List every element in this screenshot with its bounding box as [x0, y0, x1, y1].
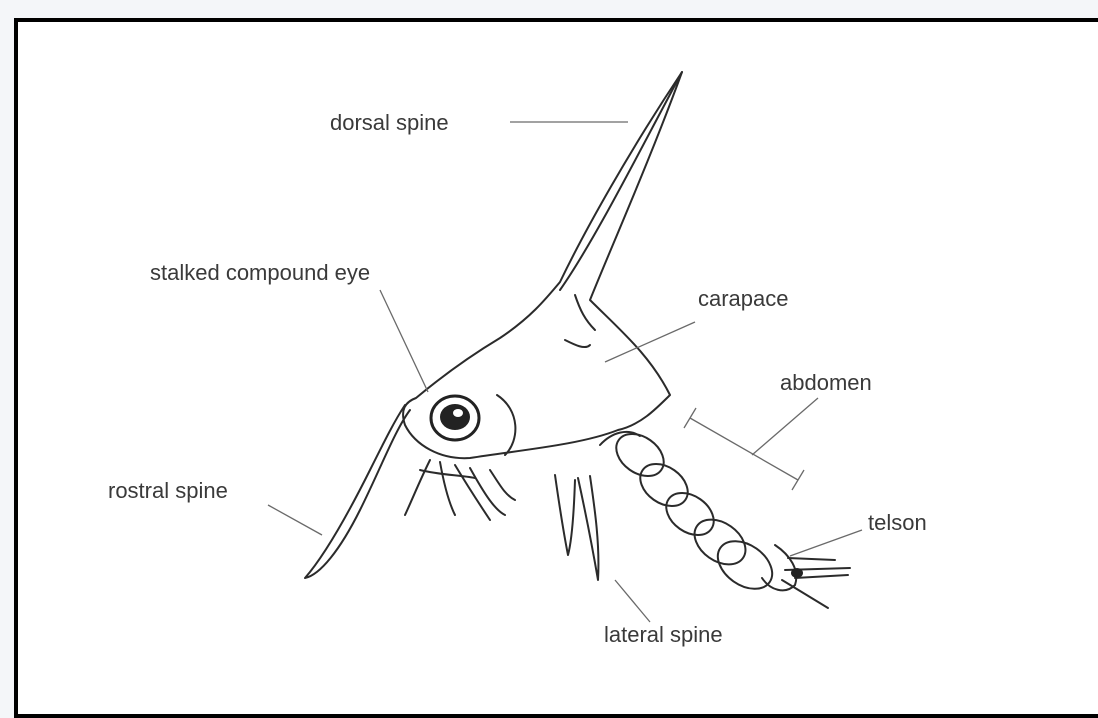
leader-lines — [268, 122, 862, 622]
label-stalked-compound-eye: stalked compound eye — [150, 260, 370, 285]
leader-telson — [790, 530, 862, 556]
label-telson: telson — [868, 510, 927, 535]
label-carapace: carapace — [698, 286, 789, 311]
setae — [405, 460, 515, 520]
telson-shape — [762, 545, 850, 608]
leader-rostral-spine — [268, 505, 322, 535]
leader-lateral-spine — [615, 580, 650, 622]
label-rostral-spine: rostral spine — [108, 478, 228, 503]
abdomen-bracket — [684, 398, 818, 490]
label-abdomen: abdomen — [780, 370, 872, 395]
eye-stalk-arc — [497, 395, 515, 455]
compound-eye — [431, 396, 479, 440]
abdomen-segments — [600, 425, 781, 598]
spine-base-shading — [565, 295, 595, 347]
label-dorsal-spine: dorsal spine — [330, 110, 449, 135]
label-lateral-spine: lateral spine — [604, 622, 723, 647]
dorsal-spine-edge — [560, 72, 682, 290]
zoea-larva-diagram: dorsal spine stalked compound eye carapa… — [0, 0, 1098, 682]
labels: dorsal spine stalked compound eye carapa… — [108, 110, 927, 647]
larva-illustration — [305, 72, 850, 608]
lateral-spines — [555, 475, 598, 580]
leader-stalked-compound-eye — [380, 290, 428, 392]
rostral-spine-shape — [305, 405, 410, 578]
